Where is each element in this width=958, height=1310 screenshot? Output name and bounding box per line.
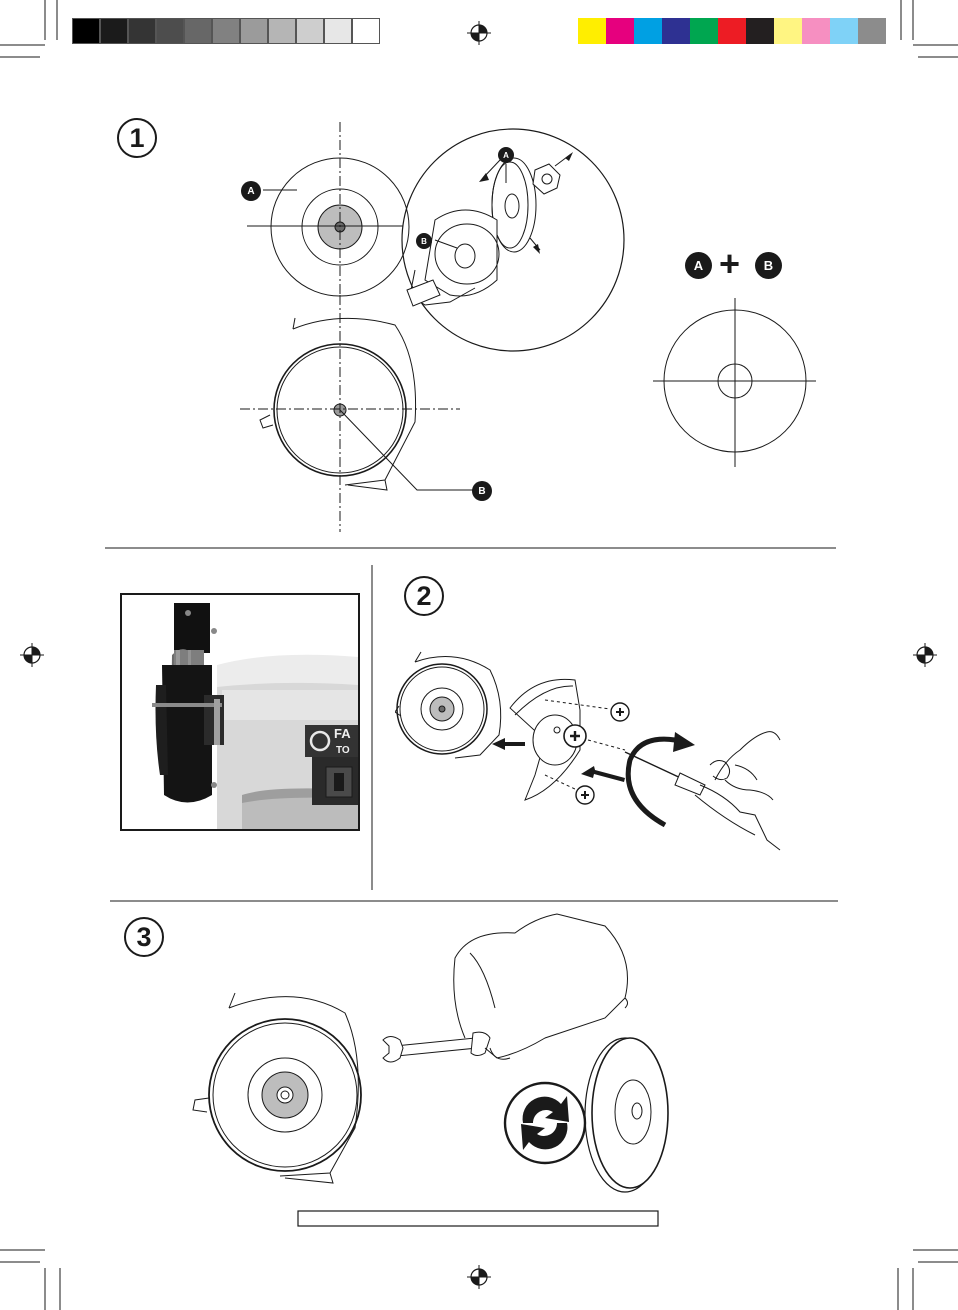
footer-box xyxy=(298,1211,658,1226)
callout-b-lower-badge: B xyxy=(472,481,492,501)
legend-plus: + xyxy=(719,242,740,286)
brand-text-line-2: TO xyxy=(336,745,350,756)
step-1-wheel-diagram xyxy=(235,120,625,535)
callout-a-small-badge: A xyxy=(498,147,514,163)
legend-wheel-outline xyxy=(650,293,820,473)
step-2-guard-removal-diagram xyxy=(395,640,795,860)
step-3-badge: 3 xyxy=(124,917,164,957)
callout-a-badge: A xyxy=(241,181,261,201)
grinder-photo-illustration: FA TO xyxy=(122,595,358,829)
brand-text-line-1: FA xyxy=(334,726,351,741)
step-2-badge: 2 xyxy=(404,576,444,616)
step-3-wheel-replacement-diagram xyxy=(185,908,685,1198)
legend-a-badge: A xyxy=(685,252,712,279)
legend-b-badge: B xyxy=(755,252,782,279)
callout-b-small-badge: B xyxy=(416,233,432,249)
grinder-photo: FA TO xyxy=(120,593,360,831)
step-1-badge: 1 xyxy=(117,118,157,158)
